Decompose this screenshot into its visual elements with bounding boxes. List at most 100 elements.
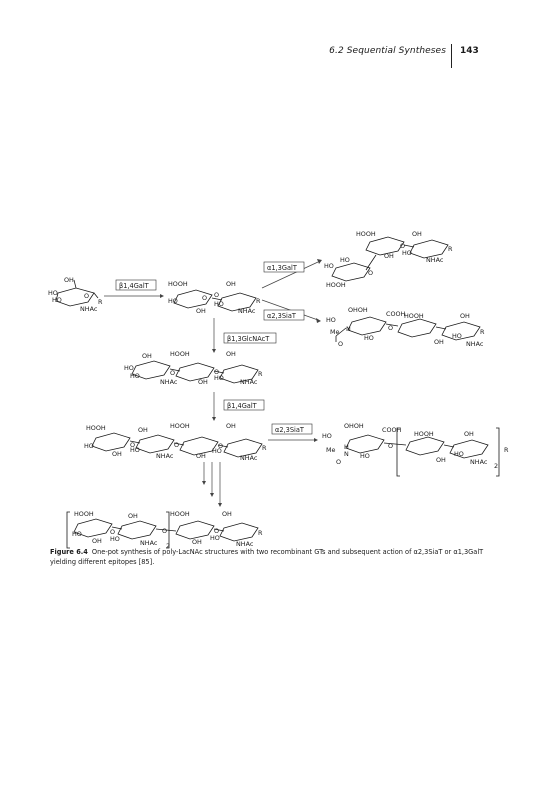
label-o: O — [174, 441, 179, 449]
caption-text: One-pot synthesis of poly-LacNAc structu… — [50, 548, 484, 566]
label-r: R — [448, 245, 453, 253]
poly-lacnac-structure: HOOH OH HOOH OH HO O O O OH HO NHAc 2 OH… — [66, 510, 263, 550]
label-oh: OH — [434, 338, 444, 346]
label-r: R — [258, 370, 263, 378]
label-ho: HO — [214, 374, 224, 382]
label-r: R — [262, 444, 267, 452]
label-oh: OH — [412, 230, 422, 238]
enzyme-box — [223, 332, 277, 344]
lacnac-structure: HOOH OH HO O O OH HO R NHAc — [168, 280, 261, 315]
label-h: H — [344, 443, 349, 451]
label-oh: OH — [226, 422, 236, 430]
label-nhac: NHAc — [470, 458, 488, 466]
label-ho: HO — [168, 297, 178, 305]
label-nhac: NHAc — [466, 340, 484, 348]
label-o: O — [336, 458, 341, 466]
label-o: O — [202, 294, 207, 302]
enzyme-box — [223, 399, 265, 411]
label-hooh: HOOH — [168, 280, 188, 288]
enzyme-a23siat-1: α2,3SiaT — [267, 312, 297, 320]
enzyme-a13galt: α1,3GalT — [267, 264, 298, 272]
label-r: R — [98, 298, 103, 306]
label-o: O — [214, 291, 219, 299]
enzyme-box — [263, 261, 305, 273]
bracket-right — [496, 427, 500, 477]
label-ho: HO — [214, 300, 224, 308]
running-section-title: 6.2 Sequential Syntheses — [329, 46, 446, 56]
enzyme-b14galt-2: β1,4GalT — [227, 402, 258, 410]
label-oh: OH — [192, 538, 202, 546]
label-ho: HO — [402, 249, 412, 257]
label-n: N — [344, 450, 349, 458]
glcnac-r-structure: OH HO HO O R NHAc — [48, 276, 103, 313]
label-hooh: HOOH — [356, 230, 376, 238]
label-n: N — [346, 325, 351, 333]
label-subscript-2: 2 — [494, 462, 498, 470]
label-oh: OH — [128, 512, 138, 520]
label-oh: OH — [112, 450, 122, 458]
label-r: R — [480, 328, 485, 336]
figure-label: Figure 6.4 — [50, 548, 88, 556]
label-oh: OH — [384, 252, 394, 260]
label-o: O — [218, 442, 223, 450]
bracket-left — [66, 511, 70, 549]
header-divider — [451, 44, 452, 68]
label-o: O — [130, 441, 135, 449]
label-ohoh: OHOH — [348, 306, 368, 314]
label-hooh: HOOH — [326, 281, 346, 289]
label-o: O — [214, 368, 219, 376]
reaction-scheme: OH HO HO O R NHAc β1,4GalT HOOH OH HO O … — [48, 230, 509, 550]
label-cooh: COOH — [382, 426, 402, 434]
label-oh: OH — [92, 537, 102, 545]
enzyme-a23siat-2: α2,3SiaT — [275, 426, 305, 434]
label-nhac: NHAc — [80, 305, 98, 313]
label-me: Me — [330, 328, 340, 336]
label-nhac: NHAc — [240, 454, 258, 462]
label-subscript-2: 2 — [166, 542, 170, 550]
label-nhac: NHAc — [240, 378, 258, 386]
label-hooh: HOOH — [170, 422, 190, 430]
label-ho: HO — [326, 316, 336, 324]
label-ho: HO — [48, 289, 58, 297]
label-o: O — [170, 369, 175, 377]
arrow-up-right — [261, 261, 319, 289]
label-ho: HO — [454, 450, 464, 458]
label-ho: HO — [130, 372, 140, 380]
label-o: O — [400, 242, 405, 250]
label-r: R — [258, 529, 263, 537]
label-o: O — [110, 528, 115, 536]
bracket-right — [166, 511, 170, 549]
label-oh: OH — [138, 426, 148, 434]
label-oh: OH — [64, 276, 74, 284]
label-o: O — [388, 442, 393, 450]
label-ho: HO — [130, 446, 140, 454]
label-ho: HO — [72, 530, 82, 538]
label-oh: OH — [436, 456, 446, 464]
label-hooh: HOOH — [170, 510, 190, 518]
label-oh: OH — [460, 312, 470, 320]
alpha-gal-epitope-structure: HOOH OH O R OH HO NHAc HO HO O HOOH — [324, 230, 453, 289]
label-ho: HO — [364, 334, 374, 342]
sialyl-lacnac-structure: OHOH COOH HOOH OH HO N Me O HO O R OH HO… — [326, 306, 485, 348]
label-nhac: NHAc — [140, 539, 158, 547]
label-hooh: HOOH — [74, 510, 94, 518]
label-ho: HO — [360, 452, 370, 460]
enzyme-b13glcnact: β1,3GlcNAcT — [227, 335, 270, 343]
label-oh: OH — [464, 430, 474, 438]
label-o: O — [162, 527, 167, 535]
label-ohoh: OHOH — [344, 422, 364, 430]
label-ho: HO — [340, 256, 350, 264]
enzyme-b14galt: β1,4GalT — [119, 282, 150, 290]
bracket-left — [396, 427, 400, 477]
label-nhac: NHAc — [238, 307, 256, 315]
label-hooh: HOOH — [86, 424, 106, 432]
label-oh: OH — [196, 452, 206, 460]
label-ho: HO — [212, 447, 222, 455]
label-r: R — [504, 446, 509, 454]
label-o: O — [368, 269, 373, 277]
label-oh: OH — [196, 307, 206, 315]
label-oh: OH — [222, 510, 232, 518]
label-ho: HO — [452, 332, 462, 340]
label-ho: HO — [322, 432, 332, 440]
